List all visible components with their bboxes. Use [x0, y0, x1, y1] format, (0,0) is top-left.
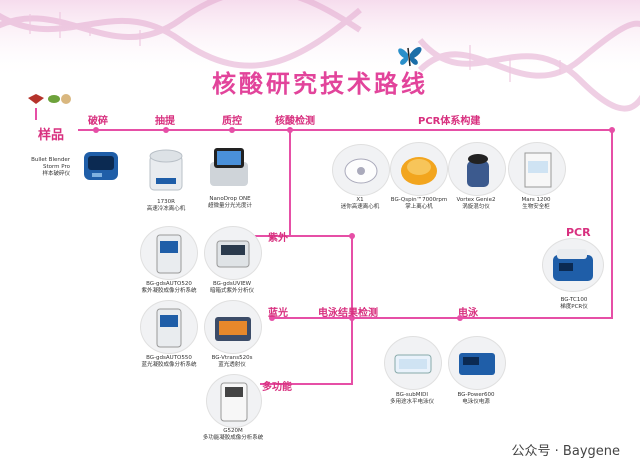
pcr-instrument-icon — [542, 238, 604, 292]
stage-label-qc: 质控 — [222, 116, 242, 127]
power600-name: BG-Power600 — [457, 392, 495, 398]
1730r-desc: 高速冷冻离心机 — [146, 206, 186, 212]
tc100-desc: 梯度PCR仪 — [560, 304, 588, 310]
stage-label-blue: 蓝光 — [268, 308, 288, 319]
electrophoresis-tank-icon — [384, 336, 442, 390]
vtrans-caption: BG-Vtrans520s 蓝光透射仪 — [200, 355, 264, 369]
stage-label-pcr-build: PCR体系构建 — [418, 116, 481, 127]
stage-label-electro-detect: 电泳结果检测 — [318, 308, 378, 319]
main-route-line — [78, 129, 613, 319]
route-nodes — [93, 127, 615, 321]
vtrans-name: BG-Vtrans520s — [211, 355, 253, 361]
auto520-name: BG-gdsAUTO520 — [146, 281, 192, 287]
multi-imaging-icon — [206, 374, 262, 428]
mars-name: Mars 1200 — [521, 197, 551, 203]
page-title: 核酸研究技术路线 — [212, 70, 428, 98]
1730r-name: 1730R — [157, 199, 175, 205]
stage-label-sample: 样品 — [38, 128, 65, 143]
bullet-desc: 样本破碎仪 — [42, 171, 70, 177]
submidi-caption: BG-subMIDI 多用途水平电泳仪 — [378, 392, 446, 406]
vortex-mixer-icon — [448, 142, 506, 196]
gel-imaging-icon — [140, 300, 198, 354]
vortex-desc: 涡旋混匀仪 — [462, 204, 490, 210]
stage-label-pcr: PCR — [566, 226, 591, 239]
tc100-name: BG-TC100 — [560, 297, 588, 303]
vtrans-desc: 蓝光透射仪 — [218, 362, 246, 368]
bullet-name-line2: Storm Pro — [42, 164, 70, 170]
dna-helix-decoration — [0, 0, 640, 112]
submidi-desc: 多用途水平电泳仪 — [389, 399, 434, 405]
auto550-caption: BG-gdsAUTO550 蓝光凝胶成像分析系统 — [134, 355, 204, 369]
qspin-name: BG-Qspin™7000rpm — [390, 197, 448, 203]
gel-imaging-icon — [140, 226, 198, 280]
stage-label-nucleic-detect: 核酸检测 — [275, 116, 315, 127]
butterfly-icon — [398, 46, 422, 67]
submidi-name: BG-subMIDI — [396, 392, 428, 398]
mars-desc: 生物安全柜 — [522, 204, 550, 210]
x1-desc: 迷你高速离心机 — [340, 204, 380, 210]
multi-branch-line — [260, 318, 353, 385]
auto550-desc: 蓝光凝胶成像分析系统 — [141, 362, 197, 368]
tc100-caption: BG-TC100 梯度PCR仪 — [546, 297, 602, 311]
bullet-caption: Bullet Blender Storm Pro 样本破碎仪 — [30, 157, 70, 178]
qspin-desc: 掌上离心机 — [405, 204, 433, 210]
g520m-name: G520M — [223, 428, 243, 434]
auto550-name: BG-gdsAUTO550 — [146, 355, 192, 361]
uview-desc: 暗箱式紫外分析仪 — [209, 288, 254, 294]
vortex-caption: Vortex Genie2 涡旋混匀仪 — [448, 197, 504, 211]
1730r-caption: 1730R 高速冷冻离心机 — [143, 199, 189, 213]
qspin-caption: BG-Qspin™7000rpm 掌上离心机 — [386, 197, 452, 211]
power600-caption: BG-Power600 电泳仪电源 — [446, 392, 506, 406]
x1-caption: X1 迷你高速离心机 — [332, 197, 388, 211]
palm-centrifuge-icon — [390, 142, 448, 196]
vortex-name: Vortex Genie2 — [456, 197, 496, 203]
auto520-caption: BG-gdsAUTO520 紫外凝胶成像分析系统 — [134, 281, 204, 295]
mars-caption: Mars 1200 生物安全柜 — [508, 197, 564, 211]
power-supply-icon — [448, 336, 506, 390]
stage-label-electro: 电泳 — [458, 308, 478, 319]
stage-label-uv: 紫外 — [268, 233, 288, 244]
uview-caption: BG-gdsUVIEW 暗箱式紫外分析仪 — [200, 281, 264, 295]
watermark-text: 公众号 · Baygene — [511, 444, 620, 459]
spectrophotometer-icon — [204, 144, 254, 190]
mini-centrifuge-icon — [332, 144, 390, 196]
sample-icon — [28, 94, 71, 104]
transilluminator-icon — [204, 300, 262, 354]
bullet-name-line1: Bullet Blender — [31, 157, 70, 163]
x1-name: X1 — [356, 197, 364, 203]
nanodrop-caption: NanoDrop ONE 超微量分光光度计 — [205, 196, 255, 210]
nanodrop-name: NanoDrop ONE — [209, 196, 251, 202]
bullet-blender-icon — [78, 146, 124, 186]
dna-rungs — [29, 12, 561, 82]
stage-label-multi: 多功能 — [262, 382, 292, 393]
nanodrop-desc: 超微量分光光度计 — [207, 203, 252, 209]
biosafety-cabinet-icon — [508, 142, 566, 196]
uview-name: BG-gdsUVIEW — [212, 281, 252, 287]
centrifuge-icon — [146, 142, 186, 196]
g520m-caption: G520M 多功能凝胶成像分析系统 — [198, 428, 268, 442]
auto520-desc: 紫外凝胶成像分析系统 — [141, 288, 197, 294]
g520m-desc: 多功能凝胶成像分析系统 — [202, 435, 264, 441]
stage-label-crush: 破碎 — [88, 116, 108, 127]
power600-desc: 电泳仪电源 — [462, 399, 490, 405]
uv-analyzer-icon — [204, 226, 262, 280]
stage-label-extract: 抽提 — [155, 116, 175, 127]
